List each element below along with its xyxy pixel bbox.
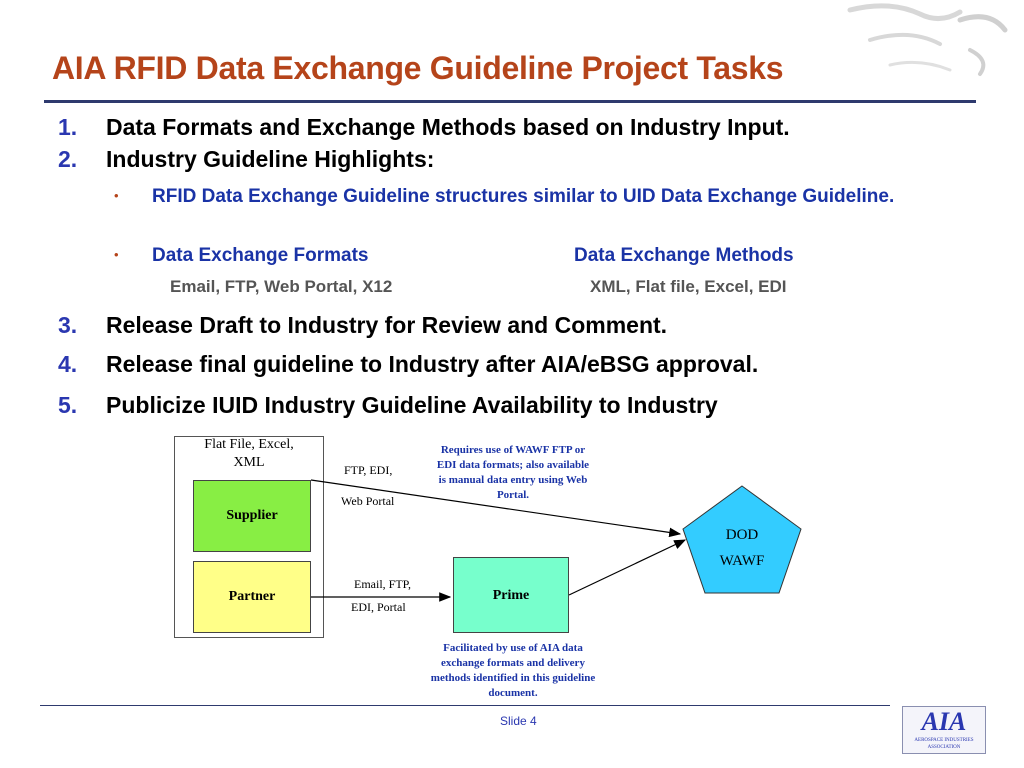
dod-pentagon [682,485,802,594]
bullet-item: • Data Exchange Formats Data Exchange Me… [114,243,934,269]
bullet-item: • RFID Data Exchange Guideline structure… [114,184,934,210]
supplier-to-dod-arrow [310,479,682,538]
prime-to-dod-arrow [568,539,687,596]
wawf-note: Requires use of WAWF FTP or EDI data for… [436,444,590,501]
arrow-label: Web Portal [341,494,395,508]
logo-subtext: AEROSPACE INDUSTRIES ASSOCIATION [914,738,974,750]
decorative-swirl [847,3,1008,76]
logo-text: AIA [921,707,967,736]
list-item: 4. Release final guideline to Industry af… [58,351,758,378]
item-text: Publicize IUID Industry Guideline Availa… [106,392,718,418]
formats-heading: Data Exchange Formats [152,245,369,266]
item-number: 4. [58,351,78,377]
bullet-dot: • [114,188,119,203]
item-text: Release Draft to Industry for Review and… [106,312,668,338]
group-label-line: XML [233,455,265,470]
prime-label: Prime [492,588,530,603]
slide-number: Slide 4 [500,714,537,728]
diagram-group-frame [174,436,324,638]
dod-label-line: DOD [725,527,759,543]
item-text: Industry Guideline Highlights: [106,146,435,172]
list-item: 3. Release Draft to Industry for Review a… [58,312,667,339]
aia-logo: AIA AEROSPACE INDUSTRIES ASSOCIATION [902,706,986,754]
list-item: 2. Industry Guideline Highlights: [58,146,434,173]
item-number: 3. [58,312,78,338]
supplier-label: Supplier [226,508,278,523]
title-divider [44,100,976,103]
slide-title: AIA RFID Data Exchange Guideline Project… [52,50,784,86]
methods-heading: Data Exchange Methods [574,245,794,266]
dod-label: DOD WAWF [705,522,779,574]
partner-label: Partner [228,589,276,604]
item-number: 5. [58,392,78,418]
group-label: Flat File, Excel, XML [174,436,324,472]
footer-divider [40,705,890,706]
item-text: Data Formats and Exchange Methods based … [106,114,790,140]
partner-box: Partner [193,561,311,633]
list-item: 5. Publicize IUID Industry Guideline Avai… [58,392,718,419]
arrow-label: Email, FTP, [354,577,412,591]
supplier-box: Supplier [193,480,311,552]
item-number: 1. [58,114,78,140]
aia-note: Facilitated by use of AIA data exchange … [430,642,596,699]
bullet-text: RFID Data Exchange Guideline structures … [152,186,895,207]
formats-list: Email, FTP, Web Portal, X12 [170,277,393,296]
item-text: Release final guideline to Industry afte… [106,351,759,377]
dod-label-line: WAWF [719,553,765,569]
item-number: 2. [58,146,78,172]
prime-box: Prime [453,557,569,633]
list-item: 1. Data Formats and Exchange Methods base… [58,114,790,141]
methods-list: XML, Flat file, Excel, EDI [590,277,787,296]
arrow-label: FTP, EDI, [344,463,393,477]
arrow-label: EDI, Portal [351,600,406,614]
bullet-dot: • [114,247,119,262]
group-label-line: Flat File, Excel, [204,437,294,452]
